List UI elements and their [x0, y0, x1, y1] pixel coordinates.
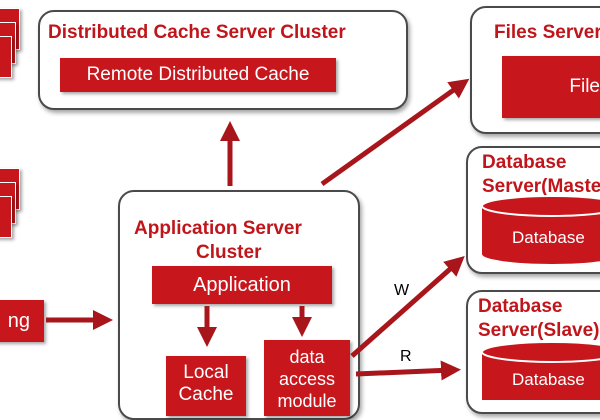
dao-line1: data [289, 347, 325, 367]
cache-cluster-title: Distributed Cache Server Cluster [48, 22, 346, 43]
data-access-module-node: data access module [264, 340, 350, 416]
left-partial-label: ng [7, 310, 30, 332]
remote-cache-label: Remote Distributed Cache [86, 64, 310, 85]
local-cache-line2: Cache [178, 384, 234, 405]
app-cluster-title-line2: Cluster [196, 242, 262, 263]
db-master-cylinder-label: Database [512, 228, 585, 247]
local-cache-node: Local Cache [166, 356, 246, 416]
application-node: Application [152, 266, 332, 304]
dao-line3: module [277, 391, 337, 411]
dao-line2: access [278, 369, 336, 389]
left-partial-node: ng [0, 300, 44, 342]
local-cache-line1: Local [183, 362, 229, 383]
files-server-title: Files Server [494, 22, 600, 43]
db-slave-title-line2: Server(Slave) [478, 320, 600, 341]
db-master-box: Database Server(Master) Database [466, 146, 600, 274]
db-master-title-line1: Database [482, 152, 567, 173]
arrow-dao-to-slave-read [355, 360, 461, 381]
edge-label-read: R [400, 348, 412, 365]
server-stack-mid-front [0, 196, 12, 238]
arrow-dao-to-master-write [350, 256, 465, 358]
file-label: File [569, 76, 600, 97]
app-cluster-title-line1: Application Server [134, 218, 302, 239]
files-server-box: Files Server File [470, 6, 600, 134]
remote-cache-node: Remote Distributed Cache [60, 58, 336, 92]
db-slave-title-line1: Database [478, 296, 563, 317]
db-slave-box: Database Server(Slave) Database [466, 290, 600, 414]
db-master-title-line2: Server(Master) [482, 176, 600, 197]
application-label: Application [193, 274, 291, 296]
server-stack-top-front [0, 36, 12, 78]
db-slave-cylinder-label: Database [512, 370, 585, 389]
cache-cluster-box: Distributed Cache Server Cluster Remote … [38, 10, 408, 110]
edge-label-write: W [394, 282, 410, 299]
file-node: File [502, 56, 600, 118]
